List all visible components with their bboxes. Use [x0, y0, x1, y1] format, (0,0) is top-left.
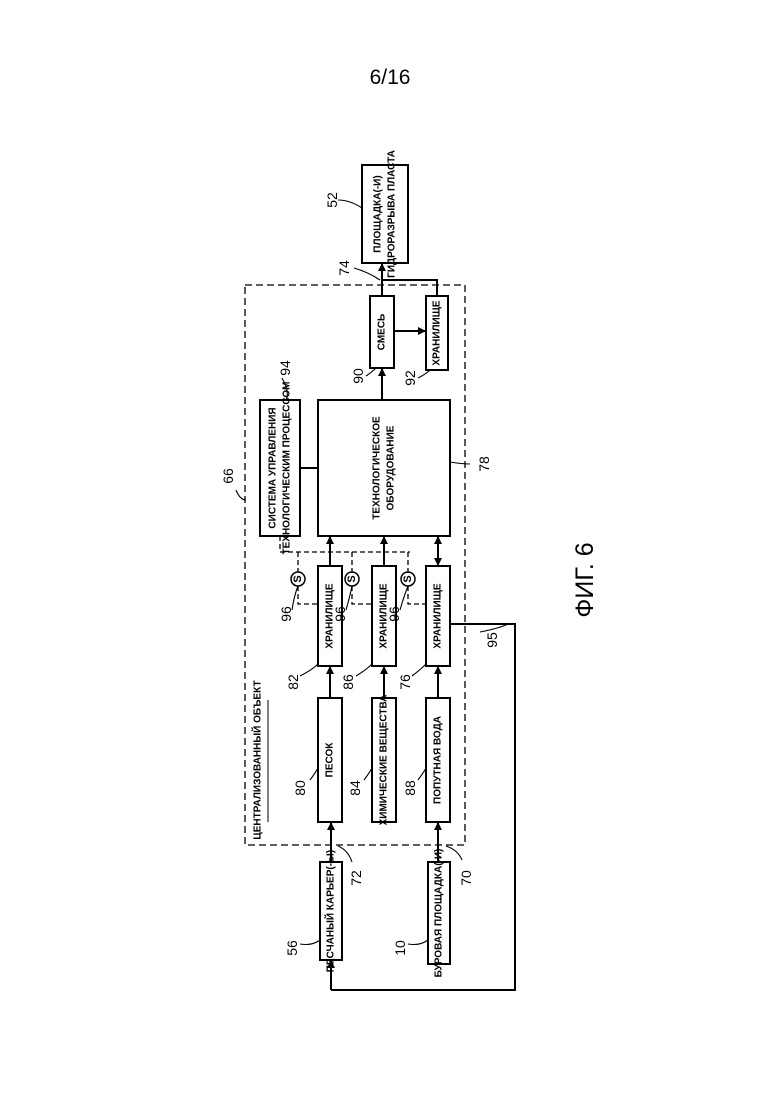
process-equipment-box	[318, 400, 450, 536]
leader-95	[480, 624, 508, 632]
leader-10	[408, 940, 428, 945]
sensor-link-sand	[298, 586, 318, 604]
sand-label: ПЕСОК	[325, 742, 336, 778]
sensor-link-water	[408, 586, 426, 604]
leader-90	[366, 368, 376, 376]
ref-95: 95	[484, 632, 500, 648]
ref-70: 70	[458, 870, 474, 886]
leader-52	[338, 200, 362, 208]
ref-90: 90	[350, 368, 366, 384]
ref-78: 78	[476, 456, 492, 472]
ref-76: 76	[397, 674, 413, 690]
leader-70	[446, 846, 462, 860]
control-signal-line	[280, 536, 410, 552]
process-control-label-2: ТЕХНОЛОГИЧЕСКИМ ПРОЦЕССОМ	[282, 382, 293, 555]
frac-site-label-2: ГИДРОРАЗРЫВА ПЛАСТА	[387, 150, 398, 278]
ref-88: 88	[402, 780, 418, 796]
sand-quarry-label: ПЕСЧАНЫЙ КАРЬЕР(-Ы)	[324, 850, 337, 972]
sensor-symbol: S	[292, 575, 304, 582]
line-95-return	[331, 624, 515, 990]
ref-52: 52	[324, 192, 340, 208]
storage-water-label: ХРАНИЛИЩЕ	[433, 583, 444, 648]
ref-96c: 96	[386, 606, 402, 622]
ref-96a: 96	[278, 606, 294, 622]
produced-water-label: ПОПУТНАЯ ВОДА	[433, 716, 444, 804]
ref-86: 86	[340, 674, 356, 690]
chemicals-label: ХИМИЧЕСКИЕ ВЕЩЕСТВА	[379, 695, 390, 826]
ref-82: 82	[285, 674, 301, 690]
process-control-label-1: СИСТЕМА УПРАВЛЕНИЯ	[268, 407, 279, 528]
line-storage-mix-up	[382, 280, 437, 296]
mixture-label: СМЕСЬ	[377, 314, 388, 351]
leader-56	[300, 940, 320, 945]
ref-96b: 96	[332, 606, 348, 622]
drilling-site-label: БУРОВАЯ ПЛОЩАДКА(-И)	[434, 849, 445, 978]
leader-74	[354, 268, 380, 280]
leader-80	[310, 768, 318, 780]
sensor-symbol: S	[402, 575, 414, 582]
ref-80: 80	[292, 780, 308, 796]
process-equipment-label-1: ТЕХНОЛОГИЧЕСКОЕ	[372, 416, 383, 520]
leader-78	[450, 462, 470, 464]
frac-site-label-1: ПЛОЩАДКА(-И)	[373, 175, 384, 252]
frac-site-box	[362, 165, 408, 263]
sensor-link-chem	[352, 586, 372, 604]
leader-82	[300, 664, 318, 676]
leader-92	[418, 370, 430, 378]
ref-84: 84	[347, 780, 363, 796]
storage-mix-label: ХРАНИЛИЩЕ	[432, 300, 443, 365]
leader-88	[418, 768, 426, 780]
leader-84	[364, 768, 372, 780]
ref-74: 74	[336, 260, 352, 276]
centralized-facility-label: ЦЕНТРАЛИЗОВАННЫЙ ОБЪЕКТ	[251, 680, 264, 839]
ref-66: 66	[220, 468, 236, 484]
ref-10: 10	[392, 940, 408, 956]
ref-92: 92	[402, 370, 418, 386]
ref-56: 56	[284, 940, 300, 956]
ref-94: 94	[277, 360, 293, 376]
leader-72	[338, 846, 352, 862]
sensor-symbol: S	[346, 575, 358, 582]
process-control-box	[260, 400, 300, 536]
ref-72: 72	[348, 870, 364, 886]
process-equipment-label-2: ОБОРУДОВАНИЕ	[386, 425, 397, 510]
leader-76	[412, 664, 426, 676]
leader-86	[356, 664, 372, 676]
